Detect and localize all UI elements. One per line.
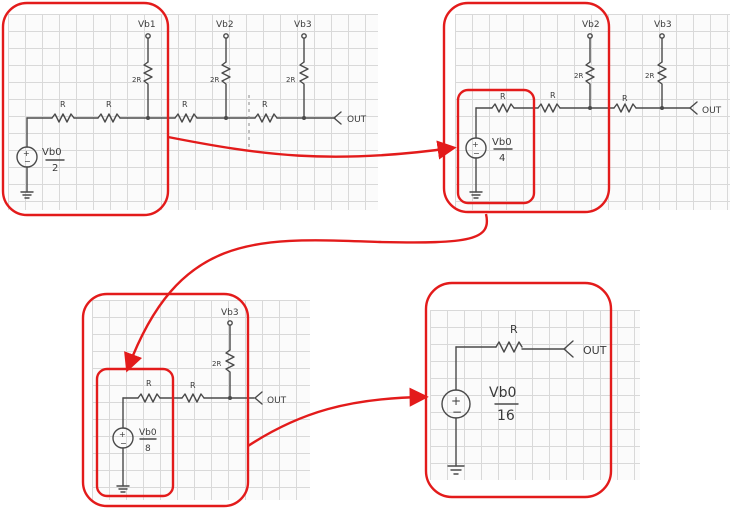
label-r: R [500,92,506,101]
grid-paper-stage3 [92,300,310,500]
resistor-2r-2 [221,61,231,119]
grid-paper-stage1 [8,14,378,210]
highlight-box-stage3-outer [81,292,250,508]
node-label-vb2: Vb2 [216,20,234,30]
resistor-2r-1 [143,61,153,119]
resistor-2r-3 [299,61,309,119]
ground-icon [20,191,34,199]
svg-text:+: + [23,149,30,158]
label-r: R [622,94,628,103]
source-numerator: Vb0 [42,147,62,158]
label-r: R [190,381,196,390]
node-label-vb3: Vb3 [654,20,672,30]
stage4-circuit: R OUT + − Vb0 16 [441,323,607,475]
source-numerator: Vb0 [492,137,512,148]
output-label: OUT [267,396,287,406]
resistor-2r-2 [657,61,667,109]
resistor-r1 [137,393,161,403]
resistor-r4 [254,113,278,123]
highlight-box-stage2-outer [442,1,611,214]
svg-text:−: − [120,439,127,448]
label-2r: 2R [286,76,295,84]
resistor-r3 [613,103,637,113]
source-numerator: Vb0 [139,428,157,438]
ground-icon [447,465,465,475]
label-r: R [182,100,188,109]
node-label-vb3: Vb3 [294,20,312,30]
source-denominator: 16 [497,408,515,424]
label-2r: 2R [574,72,583,80]
source-denominator: 8 [145,444,151,454]
arrow-stage2-to-stage3 [124,213,489,373]
svg-text:−: − [24,157,31,166]
label-2r: 2R [132,76,141,84]
resistor-r2 [537,103,561,113]
arrow-stage1-to-stage2 [167,135,457,160]
source-numerator: Vb0 [489,385,516,401]
grid-paper-stage4 [430,310,640,480]
stage2-circuit: Vb2 Vb3 2R 2R R R R OUT + − Vb0 4 [465,20,722,199]
out-arrow-icon [254,391,263,405]
resistor-r2 [181,393,205,403]
grid-paper-stage2 [455,14,730,210]
output-label: OUT [583,344,607,357]
node-label-vb1: Vb1 [138,20,156,30]
stage1-circuit: Vb1 Vb2 Vb3 2R 2R 2R R R R R OUT + − Vb0… [16,20,367,199]
source-denominator: 2 [52,163,58,174]
svg-text:−: − [452,405,462,419]
out-arrow-icon [333,111,342,125]
ground-icon [469,191,483,199]
label-r: R [146,379,152,388]
out-arrow-icon [563,340,574,358]
resistor-r1 [51,113,75,123]
output-label: OUT [347,115,367,125]
source-denominator: 4 [499,153,505,164]
svg-text:+: + [119,430,126,439]
highlight-box-stage3-inner [95,367,175,498]
out-arrow-icon [689,101,698,115]
label-2r: 2R [645,72,654,80]
label-r: R [550,91,556,100]
svg-text:−: − [473,149,480,158]
highlight-box-stage2-inner [456,88,536,205]
label-r: R [106,100,112,109]
resistor-2r-1 [585,61,595,109]
svg-text:+: + [472,140,479,149]
label-r: R [510,323,518,336]
arrow-stage3-to-stage4 [247,387,429,448]
resistor-r2 [97,113,121,123]
label-r: R [60,100,66,109]
highlight-overlays [1,1,613,508]
output-label: OUT [702,106,722,116]
node-label-vb3: Vb3 [221,308,239,318]
ground-icon [116,485,130,493]
label-2r: 2R [212,360,221,368]
resistor-r1 [495,341,523,353]
highlight-box-stage1-left [1,1,170,217]
resistor-2r-1 [225,349,235,399]
svg-text:+: + [451,394,461,408]
resistor-r3 [174,113,198,123]
node-label-vb2: Vb2 [582,20,600,30]
resistor-r1 [491,103,515,113]
label-r: R [262,100,268,109]
stage3-circuit: Vb3 2R R R OUT + − Vb0 8 [112,308,287,493]
label-2r: 2R [210,76,219,84]
